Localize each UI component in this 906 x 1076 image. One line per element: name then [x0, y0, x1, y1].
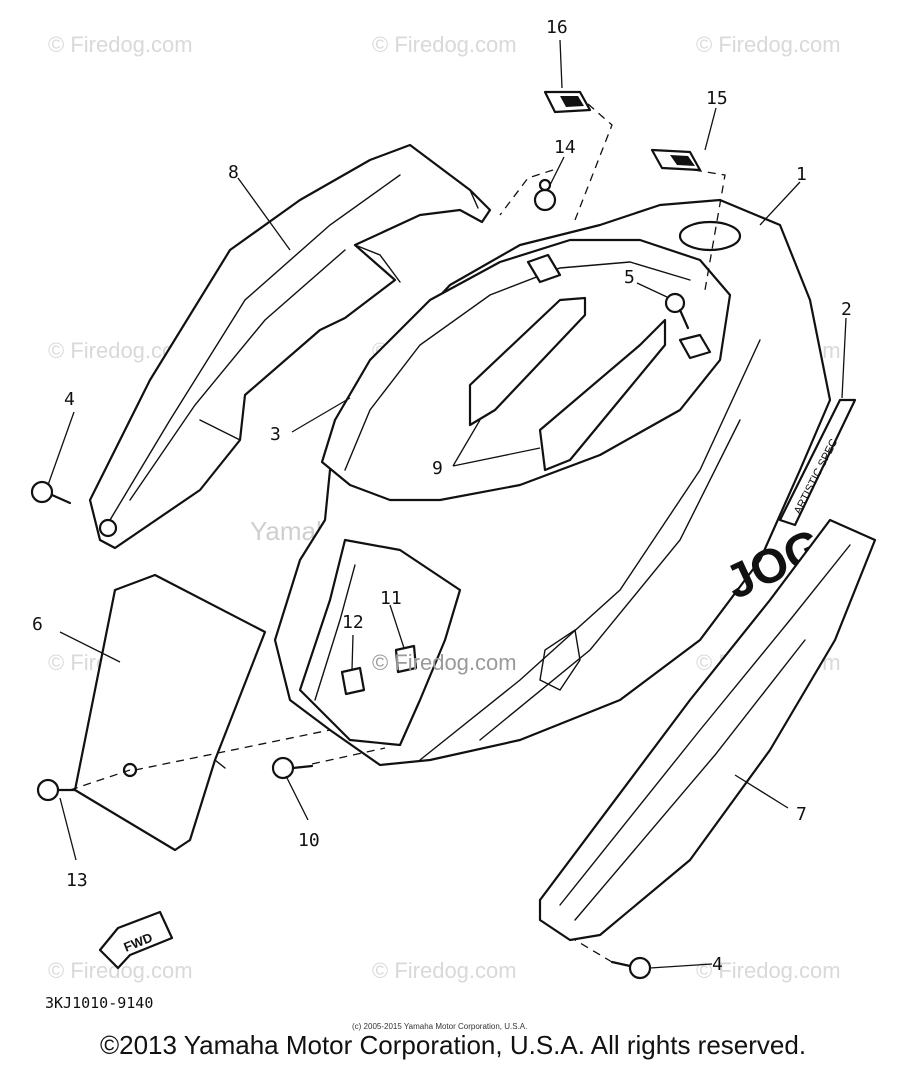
callout-9: 9	[432, 458, 443, 479]
small-parts	[30, 90, 702, 980]
part-code: 3KJ1010-9140	[45, 994, 153, 1012]
part-6-lid	[73, 573, 267, 852]
callout-2: 2	[841, 299, 852, 320]
callout-4-upper: 4	[64, 389, 75, 410]
callout-3: 3	[270, 424, 281, 445]
callout-6: 6	[32, 614, 43, 635]
callout-10: 10	[298, 830, 320, 851]
watermark-text: © Firedog.com	[372, 32, 517, 57]
part-8-side-cover	[88, 143, 492, 550]
callout-15: 15	[706, 88, 728, 109]
part-7-lower-panel	[538, 518, 877, 942]
leader-lines	[47, 39, 847, 969]
callout-5: 5	[624, 267, 635, 288]
copyright-footer: ©2013 Yamaha Motor Corporation, U.S.A. A…	[99, 1030, 807, 1060]
watermark-overlay: © Firedog.com	[372, 650, 517, 675]
callout-11: 11	[380, 588, 402, 609]
watermark-text: © Firedog.com	[696, 958, 841, 983]
callout-4-lower: 4	[712, 954, 723, 975]
part-1-body-cover: JOG	[273, 198, 832, 767]
callout-14: 14	[554, 137, 576, 158]
callout-16: 16	[546, 17, 568, 38]
callout-13: 13	[66, 870, 88, 891]
callout-8: 8	[228, 162, 239, 183]
watermark-text: © Firedog.com	[48, 32, 193, 57]
watermark-text: © Firedog.com	[696, 32, 841, 57]
small-copyright: (c) 2005-2015 Yamaha Motor Corporation, …	[352, 1022, 527, 1031]
callout-layer: 16 15 14 1 2 8 3 5 9 4 6 7 4 13 10 12 11	[32, 17, 852, 975]
callout-12: 12	[342, 612, 364, 633]
callout-1: 1	[796, 164, 807, 185]
watermark-text: © Firedog.com	[372, 958, 517, 983]
callout-7: 7	[796, 804, 807, 825]
